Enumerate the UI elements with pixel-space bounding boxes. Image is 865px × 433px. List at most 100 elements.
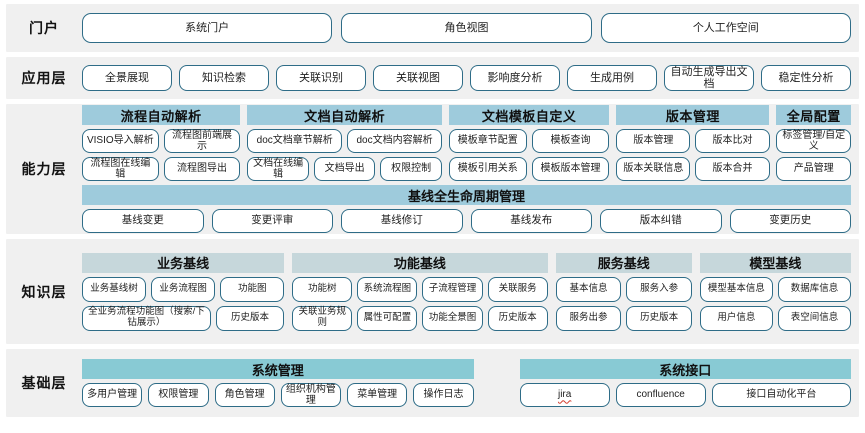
layer-body-knowledge: 业务基线 业务基线树 业务流程图 功能图 全业务流程功能图（搜索/下钻展示） 历… [82, 249, 859, 335]
base-item-interface-automation-platform[interactable]: 接口自动化平台 [711, 383, 851, 407]
base-item-confluence[interactable]: confluence [615, 383, 706, 407]
know-item-history-version-function[interactable]: 历史版本 [487, 305, 548, 331]
know-item-history-version-business[interactable]: 历史版本 [215, 305, 285, 331]
know-item-history-version-service[interactable]: 历史版本 [626, 305, 692, 331]
app-item-knowledge-search[interactable]: 知识检索 [179, 65, 269, 91]
cap-item-tag-management-custom[interactable]: 标签管理/自定义 [776, 129, 851, 153]
cap-item-doc-content-parse[interactable]: doc文档内容解析 [347, 129, 442, 153]
knowledge-row: 功能树 系统流程图 子流程管理 关联服务 [292, 276, 548, 302]
baseline-item-baseline-change[interactable]: 基线变更 [82, 209, 204, 233]
layer-portal: 门户 系统门户 角色视图 个人工作空间 [6, 4, 859, 52]
app-item-stability-analysis[interactable]: 稳定性分析 [761, 65, 851, 91]
cap-item-version-merge[interactable]: 版本合并 [695, 157, 770, 181]
layer-knowledge: 知识层 业务基线 业务基线树 业务流程图 功能图 全业务流程功能图（搜索/下钻展… [6, 239, 859, 344]
cap-item-version-compare[interactable]: 版本比对 [695, 129, 770, 153]
cap-item-flowchart-export[interactable]: 流程图导出 [163, 157, 241, 181]
group-title-function-baseline: 功能基线 [292, 252, 548, 273]
cap-item-flowchart-online-edit[interactable]: 流程图在线编辑 [82, 157, 159, 181]
know-item-service-input-param[interactable]: 服务入参 [626, 276, 692, 302]
capability-group-process-parsing: 流程自动解析 VISIO导入解析 流程图前端展示 流程图在线编辑 流程图导出 [82, 105, 241, 181]
group-title-service-baseline: 服务基线 [555, 252, 692, 273]
capability-group-row: 流程自动解析 VISIO导入解析 流程图前端展示 流程图在线编辑 流程图导出 文… [82, 105, 851, 181]
jira-label: jira [557, 389, 572, 401]
know-item-model-basic-info[interactable]: 模型基本信息 [699, 276, 773, 302]
know-item-database-info[interactable]: 数据库信息 [777, 276, 851, 302]
cap-item-template-version-management[interactable]: 模板版本管理 [531, 157, 610, 181]
cap-item-visio-import-parse[interactable]: VISIO导入解析 [82, 129, 159, 153]
cap-item-flowchart-frontend-display[interactable]: 流程图前端展示 [163, 129, 241, 153]
baseline-item-version-correction[interactable]: 版本纠错 [600, 209, 722, 233]
cap-item-version-relation-info[interactable]: 版本关联信息 [616, 157, 691, 181]
baseline-item-change-review[interactable]: 变更评审 [211, 209, 333, 233]
app-item-relation-recognition[interactable]: 关联识别 [276, 65, 366, 91]
cap-item-doc-chapter-parse[interactable]: doc文档章节解析 [247, 129, 343, 153]
layer-body-application: 全景展现 知识检索 关联识别 关联视图 影响度分析 生成用例 自动生成导出文档 … [82, 61, 859, 95]
group-title-baseline-lifecycle: 基线全生命周期管理 [82, 185, 851, 205]
group-title-system-interface: 系统接口 [519, 359, 851, 379]
base-item-operation-log[interactable]: 操作日志 [413, 383, 474, 407]
know-item-subprocess-management[interactable]: 子流程管理 [422, 276, 483, 302]
know-item-system-flowchart[interactable]: 系统流程图 [357, 276, 418, 302]
app-item-relation-view[interactable]: 关联视图 [373, 65, 463, 91]
cap-item-version-management[interactable]: 版本管理 [616, 129, 691, 153]
know-item-service-output-param[interactable]: 服务出参 [555, 305, 622, 331]
base-item-multi-user-management[interactable]: 多用户管理 [82, 383, 143, 407]
cap-item-doc-online-edit[interactable]: 文档在线编辑 [247, 157, 309, 181]
group-title-version-management: 版本管理 [616, 105, 770, 125]
capability-row: 流程图在线编辑 流程图导出 [82, 157, 241, 181]
know-item-function-panorama[interactable]: 功能全景图 [422, 305, 483, 331]
app-item-generate-case[interactable]: 生成用例 [567, 65, 657, 91]
know-item-tablespace-info[interactable]: 表空间信息 [777, 305, 851, 331]
base-item-jira[interactable]: jira [519, 383, 610, 407]
app-item-auto-export-doc[interactable]: 自动生成导出文档 [664, 65, 754, 91]
know-item-full-business-flow-function-chart[interactable]: 全业务流程功能图（搜索/下钻展示） [82, 305, 211, 331]
base-item-menu-management[interactable]: 菜单管理 [347, 383, 408, 407]
cap-item-permission-control[interactable]: 权限控制 [380, 157, 442, 181]
layer-capability: 能力层 流程自动解析 VISIO导入解析 流程图前端展示 流程图在线编辑 流程图… [6, 104, 859, 234]
layer-label-foundation: 基础层 [21, 375, 67, 391]
capability-row: 模板引用关系 模板版本管理 [448, 157, 610, 181]
know-item-function-chart[interactable]: 功能图 [220, 276, 285, 302]
base-item-permission-management[interactable]: 权限管理 [148, 383, 209, 407]
baseline-item-baseline-release[interactable]: 基线发布 [470, 209, 592, 233]
capability-row: 文档在线编辑 文档导出 权限控制 [247, 157, 442, 181]
know-item-business-baseline-tree[interactable]: 业务基线树 [82, 276, 147, 302]
cap-item-template-query[interactable]: 模板查询 [531, 129, 610, 153]
baseline-item-row: 基线变更 变更评审 基线修订 基线发布 版本纠错 变更历史 [82, 209, 851, 233]
layer-foundation: 基础层 系统管理 多用户管理 权限管理 角色管理 组织机构管理 菜单管理 操作日… [6, 349, 859, 417]
portal-item-personal-workspace[interactable]: 个人工作空间 [600, 13, 851, 43]
portal-item-row: 系统门户 角色视图 个人工作空间 [82, 13, 851, 43]
capability-group-global-config: 全局配置 标签管理/自定义 产品管理 [776, 105, 851, 181]
layer-label-application: 应用层 [21, 70, 67, 86]
know-item-business-flowchart[interactable]: 业务流程图 [151, 276, 216, 302]
layer-label-knowledge: 知识层 [21, 283, 67, 300]
cap-item-doc-export[interactable]: 文档导出 [313, 157, 376, 181]
foundation-row: jira confluence 接口自动化平台 [519, 383, 851, 407]
group-title-system-management: 系统管理 [82, 359, 474, 379]
layer-body-portal: 系统门户 角色视图 个人工作空间 [82, 9, 859, 47]
know-item-related-service[interactable]: 关联服务 [487, 276, 548, 302]
group-title-process-parsing: 流程自动解析 [82, 105, 241, 125]
know-item-basic-info[interactable]: 基本信息 [555, 276, 622, 302]
cap-item-template-chapter-config[interactable]: 模板章节配置 [448, 129, 527, 153]
foundation-group-system-interface: 系统接口 jira confluence 接口自动化平台 [519, 359, 851, 407]
app-item-panorama[interactable]: 全景展现 [82, 65, 172, 91]
app-item-impact-analysis[interactable]: 影响度分析 [470, 65, 560, 91]
know-item-function-tree[interactable]: 功能树 [292, 276, 353, 302]
cap-item-template-reference-relation[interactable]: 模板引用关系 [448, 157, 527, 181]
capability-row: VISIO导入解析 流程图前端展示 [82, 129, 241, 153]
knowledge-group-model-baseline: 模型基线 模型基本信息 数据库信息 用户信息 表空间信息 [699, 252, 851, 331]
base-item-organization-management[interactable]: 组织机构管理 [280, 383, 342, 407]
know-item-user-info[interactable]: 用户信息 [699, 305, 773, 331]
baseline-item-change-history[interactable]: 变更历史 [729, 209, 851, 233]
portal-item-role-view[interactable]: 角色视图 [341, 13, 592, 43]
portal-item-system-portal[interactable]: 系统门户 [82, 13, 333, 43]
cap-item-product-management[interactable]: 产品管理 [776, 157, 851, 181]
base-item-role-management[interactable]: 角色管理 [214, 383, 275, 407]
capability-row: 版本管理 版本比对 [616, 129, 770, 153]
baseline-item-baseline-revision[interactable]: 基线修订 [341, 209, 463, 233]
knowledge-row: 全业务流程功能图（搜索/下钻展示） 历史版本 [82, 305, 285, 331]
know-item-attribute-configurable[interactable]: 属性可配置 [357, 305, 418, 331]
knowledge-group-row: 业务基线 业务基线树 业务流程图 功能图 全业务流程功能图（搜索/下钻展示） 历… [82, 252, 851, 331]
know-item-related-business-rule[interactable]: 关联业务规则 [292, 305, 353, 331]
